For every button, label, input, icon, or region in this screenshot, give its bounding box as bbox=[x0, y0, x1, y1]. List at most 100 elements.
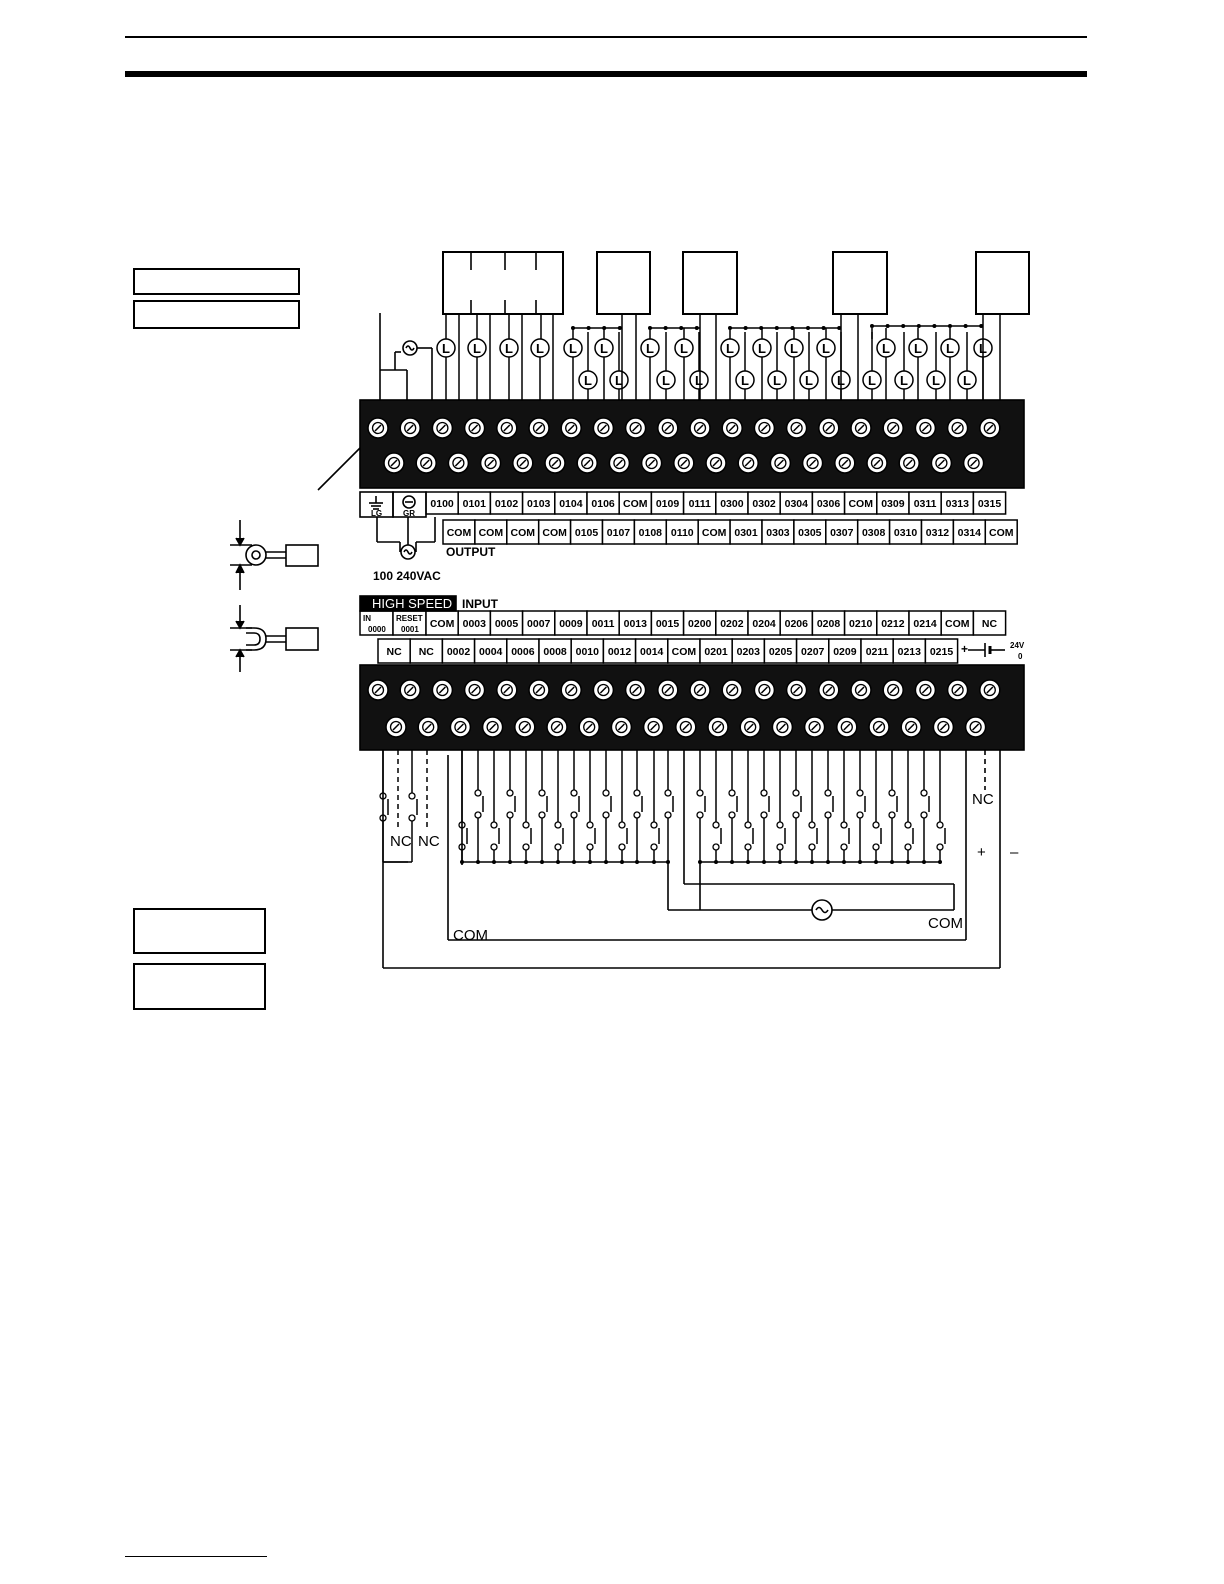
input-lower-terminal-label: 0205 bbox=[763, 638, 798, 664]
input-switch-icon bbox=[602, 750, 612, 864]
svg-text:0101: 0101 bbox=[463, 498, 487, 510]
input-upper-terminal-label: 0212 bbox=[876, 610, 910, 636]
svg-text:L: L bbox=[600, 341, 608, 356]
input-switch-icon bbox=[664, 750, 674, 864]
output-screws-bottom bbox=[383, 452, 985, 474]
input-switch-icon bbox=[824, 750, 834, 864]
svg-text:0307: 0307 bbox=[830, 527, 854, 539]
terminal-screw bbox=[675, 716, 697, 738]
load-icon: L bbox=[876, 338, 896, 358]
input-upper-terminal-label: 0013 bbox=[618, 610, 653, 636]
input-upper-terminal-label: COM bbox=[425, 610, 459, 636]
input-lower-terminal-label: NC bbox=[377, 638, 411, 664]
terminal-screw bbox=[785, 679, 808, 701]
svg-text:0103: 0103 bbox=[527, 498, 551, 510]
svg-text:L: L bbox=[662, 373, 670, 388]
header-rule-thin bbox=[125, 36, 1087, 38]
terminal-screw bbox=[624, 679, 647, 701]
terminal-screw bbox=[689, 679, 711, 701]
svg-text:0110: 0110 bbox=[671, 527, 694, 539]
input-switch-icon bbox=[840, 750, 850, 864]
frame-ground-icon bbox=[402, 495, 416, 509]
svg-text:L: L bbox=[932, 373, 940, 388]
svg-text:0012: 0012 bbox=[608, 646, 632, 658]
input-switch-icon bbox=[760, 750, 770, 864]
input-switch-icon bbox=[744, 750, 754, 864]
input-upper-terminal-label: 0009 bbox=[554, 610, 588, 636]
output-lower-terminal-label: 0305 bbox=[793, 519, 827, 545]
svg-text:L: L bbox=[773, 373, 781, 388]
output-upper-terminal-label: 0300 bbox=[715, 491, 749, 515]
terminal-screw bbox=[818, 679, 840, 701]
load-icon: L bbox=[640, 338, 660, 358]
svg-text:0015: 0015 bbox=[656, 618, 680, 630]
input-switch-icon bbox=[920, 750, 930, 864]
output-upper-terminal-label: COM bbox=[618, 491, 653, 515]
header-rule-thick bbox=[125, 71, 1087, 77]
svg-text:0003: 0003 bbox=[463, 618, 487, 630]
terminal-screw bbox=[385, 716, 407, 738]
terminal-screw bbox=[882, 417, 904, 439]
terminal-screw bbox=[946, 417, 969, 439]
note-box-1 bbox=[133, 908, 266, 954]
output-lower-terminal-label: 0107 bbox=[601, 519, 636, 545]
svg-text:L: L bbox=[882, 341, 890, 356]
svg-text:COM: COM bbox=[447, 527, 472, 539]
footer-rule bbox=[125, 1556, 267, 1557]
svg-text:0311: 0311 bbox=[914, 498, 937, 510]
terminal-screw bbox=[624, 417, 647, 439]
svg-text:COM: COM bbox=[848, 498, 873, 510]
terminal-screw bbox=[592, 679, 615, 701]
input-lower-terminal-label: 0014 bbox=[634, 638, 669, 664]
svg-text:L: L bbox=[584, 373, 592, 388]
load-icon: L bbox=[862, 370, 882, 390]
input-lower-terminal-label: 0004 bbox=[473, 638, 508, 664]
svg-text:0315: 0315 bbox=[978, 498, 1002, 510]
input-upper-terminal-label: 0208 bbox=[811, 610, 846, 636]
load-icon: L bbox=[940, 338, 960, 358]
input-switch-icon bbox=[728, 750, 738, 864]
svg-text:0010: 0010 bbox=[576, 646, 600, 658]
output-lower-terminal-label: COM bbox=[984, 519, 1018, 545]
output-upper-terminal-label: 0103 bbox=[521, 491, 556, 515]
input-lower-terminal-label: 0211 bbox=[860, 638, 894, 664]
input-lower-terminal-label: NC bbox=[409, 638, 444, 664]
input-upper-terminal-label: 0210 bbox=[843, 610, 878, 636]
terminal-screw bbox=[866, 452, 888, 474]
input-upper-terminal-label: 0003 bbox=[457, 610, 492, 636]
input-screws-top bbox=[367, 679, 1001, 701]
svg-text:0308: 0308 bbox=[862, 527, 886, 539]
output-terminal-strip bbox=[359, 399, 1025, 489]
terminal-screw bbox=[771, 716, 794, 738]
load-icon: L bbox=[467, 338, 487, 358]
svg-text:0210: 0210 bbox=[849, 618, 873, 630]
terminal-screw bbox=[496, 679, 518, 701]
svg-text:L: L bbox=[505, 341, 513, 356]
svg-text:0001: 0001 bbox=[401, 625, 419, 634]
svg-text:L: L bbox=[646, 341, 654, 356]
svg-text:0304: 0304 bbox=[785, 498, 809, 510]
svg-text:0305: 0305 bbox=[798, 527, 822, 539]
load-icon: L bbox=[720, 338, 740, 358]
terminal-screw bbox=[367, 679, 389, 701]
output-lower-terminal-label: 0312 bbox=[920, 519, 955, 545]
supply-voltage-label: 100 240VAC bbox=[373, 569, 441, 583]
svg-text:COM: COM bbox=[989, 527, 1014, 539]
input-switch-icon bbox=[586, 750, 596, 864]
svg-text:0109: 0109 bbox=[656, 498, 680, 510]
input-switch-icon bbox=[904, 750, 914, 864]
terminal-screw bbox=[737, 452, 759, 474]
svg-text:0212: 0212 bbox=[881, 618, 905, 630]
svg-text:0009: 0009 bbox=[559, 618, 583, 630]
load-icon: L bbox=[926, 370, 946, 390]
output-lower-terminal-label: COM bbox=[442, 519, 476, 545]
svg-text:0300: 0300 bbox=[720, 498, 744, 510]
output-upper-terminal-label: 0102 bbox=[489, 491, 524, 515]
input-lower-terminal-label: 0010 bbox=[570, 638, 605, 664]
input-lower-terminal-label: COM bbox=[667, 638, 701, 664]
input-switch-wiring bbox=[379, 750, 946, 864]
